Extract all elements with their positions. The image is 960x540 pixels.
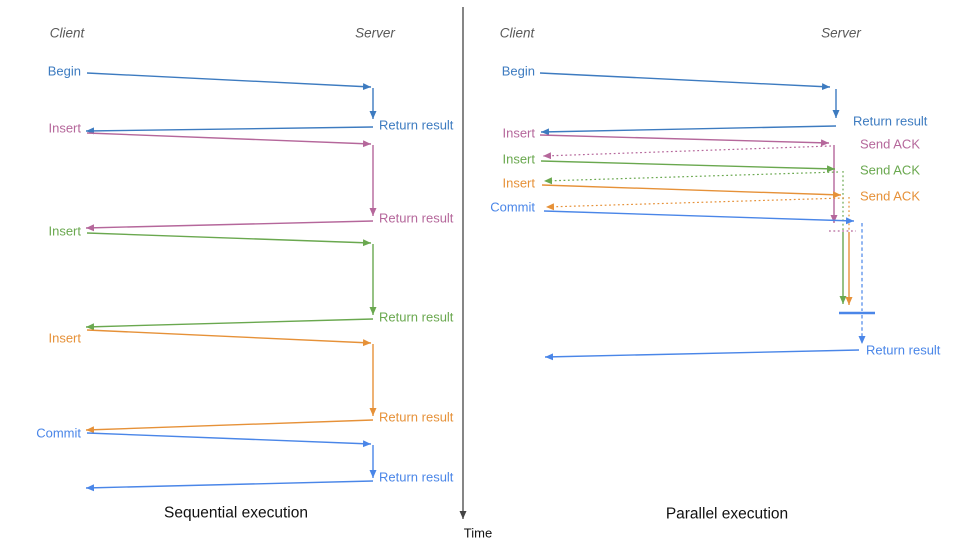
request-arrow (539, 72, 831, 91)
client-header: Client (50, 26, 86, 41)
request-arrow (541, 184, 842, 199)
response-arrow (85, 220, 374, 232)
request-label: Insert (48, 121, 81, 136)
request-label: Begin (502, 64, 535, 79)
return-result-label: Return result (853, 114, 928, 129)
client-header: Client (500, 26, 536, 41)
request-label: Insert (48, 224, 81, 239)
request-label: Insert (502, 176, 535, 191)
panel-title: Sequential execution (164, 505, 308, 522)
return-result-label: Return result (379, 118, 454, 133)
ack-arrow (545, 197, 845, 211)
request-arrow (86, 132, 372, 148)
send-ack-label: Send ACK (860, 189, 920, 204)
response-arrow (85, 480, 374, 492)
request-label: Commit (36, 426, 81, 441)
response-arrow (85, 419, 374, 434)
return-result-label: Return result (379, 211, 454, 226)
send-ack-label: Send ACK (860, 137, 920, 152)
request-arrow (86, 432, 372, 448)
ack-arrow (543, 171, 839, 185)
return-result-label: Return result (379, 410, 454, 425)
response-arrow (85, 318, 374, 331)
request-label: Insert (502, 126, 535, 141)
return-result-label: Return result (379, 310, 454, 325)
request-label: Insert (48, 331, 81, 346)
ack-arrow (542, 145, 832, 160)
server-header: Server (355, 26, 395, 41)
return-result-label: Return result (379, 470, 454, 485)
time-axis: Time (459, 7, 492, 540)
panel-title: Parallel execution (666, 506, 788, 523)
request-label: Insert (502, 152, 535, 167)
request-arrow (86, 329, 372, 347)
send-ack-label: Send ACK (860, 163, 920, 178)
response-arrow (544, 349, 860, 361)
request-arrow (543, 210, 855, 225)
request-arrow (540, 160, 836, 173)
request-arrow (539, 134, 830, 147)
request-label: Begin (48, 64, 81, 79)
return-result-label: Return result (866, 343, 941, 358)
time-axis-label: Time (464, 526, 492, 540)
request-arrow (86, 232, 372, 247)
response-arrow (85, 126, 374, 135)
response-arrow (540, 125, 837, 136)
request-label: Commit (490, 200, 535, 215)
request-arrow (86, 72, 372, 91)
server-header: Server (821, 26, 861, 41)
